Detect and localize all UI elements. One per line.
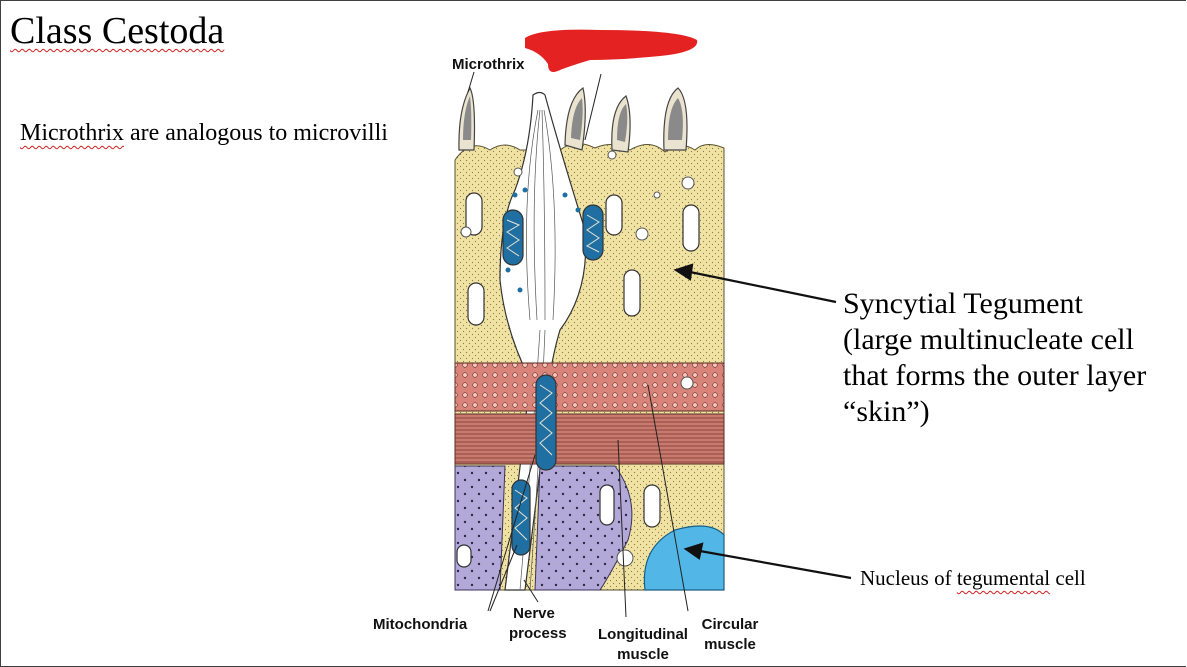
tegumental-cell-nucleus bbox=[643, 525, 725, 591]
microthrix-note: Microthrix are analogous to microvilli bbox=[20, 118, 388, 148]
longitudinal-muscle-label: Longitudinal muscle bbox=[598, 626, 688, 663]
slide-title: Class Cestoda bbox=[10, 10, 225, 52]
nucleus-arrow bbox=[699, 549, 852, 580]
mitochondria-leader bbox=[487, 454, 536, 612]
mitochondria-label: Mitochondria bbox=[373, 616, 468, 633]
redaction-mark bbox=[525, 29, 698, 72]
vesicles bbox=[460, 150, 695, 567]
mitochondria-leader bbox=[489, 544, 518, 612]
redacted-label-leader bbox=[584, 73, 602, 141]
microthrix-label: Microthrix bbox=[452, 56, 525, 73]
parenchyma bbox=[454, 465, 506, 591]
nerve-process-label: Nerve process bbox=[509, 605, 567, 642]
syncytial-tegument-caption: Syncytial Tegument (large multinucleate … bbox=[843, 287, 1147, 428]
note-term: Microthrix bbox=[20, 120, 124, 146]
note-text: are analogous to microvilli bbox=[123, 120, 388, 146]
nerve-process-leader bbox=[523, 579, 539, 603]
circular-muscle-leader bbox=[647, 384, 689, 612]
nucleus-caption: Nucleus of tegumental cell bbox=[860, 566, 1086, 590]
syncytial-tegument-arrow bbox=[689, 270, 837, 304]
longitudinal-muscle-leader bbox=[617, 439, 627, 618]
circular-muscle-band bbox=[454, 362, 725, 412]
mitochondria-group bbox=[456, 192, 700, 568]
longitudinal-muscle-band bbox=[454, 413, 725, 465]
microthrix-leader bbox=[467, 71, 475, 93]
circular-muscle-label: Circular muscle bbox=[701, 616, 759, 653]
